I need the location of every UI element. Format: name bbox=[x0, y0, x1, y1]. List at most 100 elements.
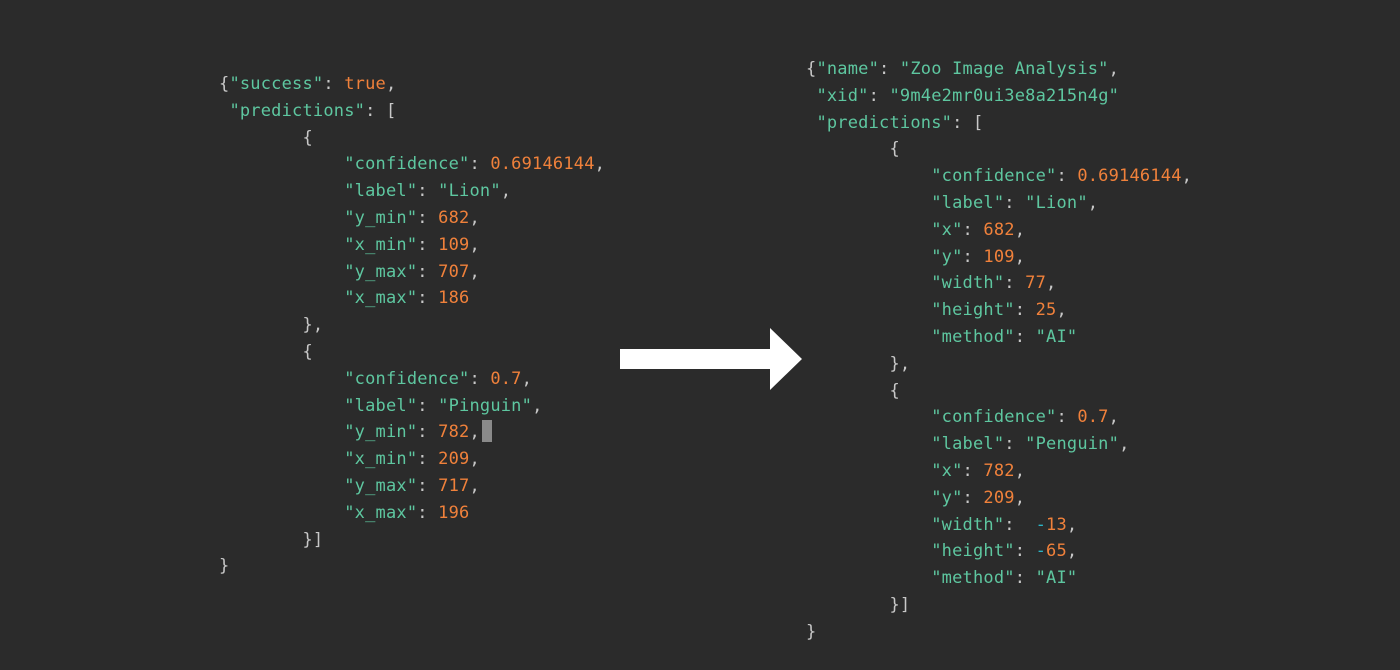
code-line: "x_min": 109, bbox=[344, 234, 480, 255]
json-key: "method" bbox=[931, 568, 1015, 589]
json-key: "y" bbox=[931, 487, 963, 508]
json-key: "confidence" bbox=[344, 368, 470, 389]
code-line: {"success": true, bbox=[219, 74, 397, 94]
code-line: "xid": "9m4e2mr0ui3e8a215n4g" bbox=[816, 85, 1120, 106]
code-line: }] bbox=[219, 529, 324, 550]
code-line: "x_max": 186 bbox=[344, 288, 470, 309]
code-line: "method": "AI" bbox=[931, 326, 1078, 347]
code-line: "width": 77, bbox=[931, 273, 1057, 294]
json-key: "confidence" bbox=[931, 407, 1057, 428]
code-line: "confidence": 0.7, bbox=[931, 407, 1120, 428]
code-line: } bbox=[806, 621, 817, 642]
code-line: {"name": "Zoo Image Analysis", bbox=[806, 59, 1120, 79]
json-value: 65 bbox=[1046, 541, 1067, 562]
code-line: }] bbox=[806, 594, 911, 615]
json-value: 682 bbox=[438, 207, 470, 228]
code-line: "y_max": 707, bbox=[344, 261, 480, 282]
code-line: "x_max": 196 bbox=[344, 502, 470, 523]
json-value: 0.69146144 bbox=[490, 154, 595, 175]
json-key: "method" bbox=[931, 326, 1015, 347]
code-line: { bbox=[219, 341, 313, 362]
json-value: 707 bbox=[438, 261, 470, 282]
json-value: 209 bbox=[983, 487, 1015, 508]
minus-sign: - bbox=[1035, 541, 1047, 562]
json-key: "label" bbox=[344, 181, 418, 202]
code-line: "y_min": 782, bbox=[219, 419, 605, 446]
json-key: "xid" bbox=[816, 85, 869, 106]
json-key: "name" bbox=[816, 59, 880, 79]
json-key: "y_min" bbox=[344, 422, 418, 443]
json-key: "label" bbox=[931, 434, 1005, 455]
json-value: 782 bbox=[438, 422, 470, 443]
json-key: "width" bbox=[931, 273, 1005, 294]
json-key: "height" bbox=[931, 300, 1015, 321]
json-key: "confidence" bbox=[344, 154, 470, 175]
code-line: } bbox=[219, 556, 230, 577]
json-value: 0.7 bbox=[1077, 407, 1109, 428]
code-line: "y_min": 682, bbox=[344, 207, 480, 228]
json-value: 109 bbox=[983, 246, 1015, 267]
json-value: "Lion" bbox=[438, 181, 501, 202]
code-line: "label": "Lion", bbox=[344, 181, 512, 202]
code-line: "label": "Pinguin", bbox=[344, 395, 543, 416]
minus-sign: - bbox=[1035, 514, 1047, 535]
json-key: "y_max" bbox=[344, 475, 418, 496]
json-value: 77 bbox=[1025, 273, 1047, 294]
code-line: "x_min": 209, bbox=[344, 449, 480, 470]
code-line: "width": -13, bbox=[931, 514, 1078, 535]
code-line: }, bbox=[806, 353, 911, 374]
json-key: "y_min" bbox=[344, 207, 418, 228]
json-value: "AI" bbox=[1035, 568, 1078, 589]
text-cursor bbox=[481, 420, 492, 443]
code-line: "label": "Lion", bbox=[931, 192, 1099, 213]
json-value: 782 bbox=[983, 460, 1015, 481]
json-value: 25 bbox=[1035, 300, 1057, 321]
code-line: "height": 25, bbox=[931, 300, 1067, 321]
code-line: "height": -65, bbox=[931, 541, 1078, 562]
json-value: 682 bbox=[983, 219, 1015, 240]
json-key: "label" bbox=[344, 395, 418, 416]
json-value: 717 bbox=[438, 475, 470, 496]
code-line: "x": 782, bbox=[931, 460, 1026, 481]
json-key: "x_min" bbox=[344, 449, 418, 470]
json-value: 209 bbox=[438, 449, 470, 470]
json-value: true bbox=[344, 74, 386, 94]
code-line: "y": 109, bbox=[931, 246, 1026, 267]
code-line: "y_max": 717, bbox=[344, 475, 480, 496]
right-arrow-icon bbox=[620, 328, 802, 390]
json-value: "Zoo Image Analysis" bbox=[899, 59, 1109, 79]
code-line: { bbox=[806, 139, 900, 160]
json-value: "AI" bbox=[1035, 326, 1078, 347]
json-key: "x_max" bbox=[344, 502, 418, 523]
json-key: "width" bbox=[931, 514, 1005, 535]
json-value: "Lion" bbox=[1025, 192, 1088, 213]
json-key: "y" bbox=[931, 246, 963, 267]
json-key: "label" bbox=[931, 192, 1005, 213]
json-value: 13 bbox=[1046, 514, 1067, 535]
json-value: 196 bbox=[438, 502, 470, 523]
json-key: "success" bbox=[229, 74, 324, 94]
after-json-code[interactable]: {"name": "Zoo Image Analysis", "xid": "9… bbox=[806, 56, 1192, 646]
code-line: "predictions": [ bbox=[816, 112, 984, 133]
json-value: 109 bbox=[438, 234, 470, 255]
json-value: 0.7 bbox=[490, 368, 522, 389]
json-value: "Penguin" bbox=[1025, 434, 1120, 455]
before-json-code[interactable]: {"success": true, "predictions": [ { "co… bbox=[219, 71, 605, 580]
json-key: "predictions" bbox=[816, 112, 953, 133]
json-value: "Pinguin" bbox=[438, 395, 533, 416]
code-line: "x": 682, bbox=[931, 219, 1026, 240]
json-key: "predictions" bbox=[229, 100, 366, 121]
json-key: "height" bbox=[931, 541, 1015, 562]
code-line: "confidence": 0.7, bbox=[344, 368, 533, 389]
json-key: "x" bbox=[931, 219, 963, 240]
json-key: "confidence" bbox=[931, 166, 1057, 187]
code-line: "confidence": 0.69146144, bbox=[344, 154, 606, 175]
code-line: "predictions": [ bbox=[229, 100, 397, 121]
code-line: }, bbox=[219, 315, 324, 336]
json-key: "y_max" bbox=[344, 261, 418, 282]
code-line: { bbox=[219, 127, 313, 148]
code-line: "y": 209, bbox=[931, 487, 1026, 508]
code-line: "confidence": 0.69146144, bbox=[931, 166, 1193, 187]
json-value: 0.69146144 bbox=[1077, 166, 1182, 187]
code-line: "label": "Penguin", bbox=[931, 434, 1130, 455]
